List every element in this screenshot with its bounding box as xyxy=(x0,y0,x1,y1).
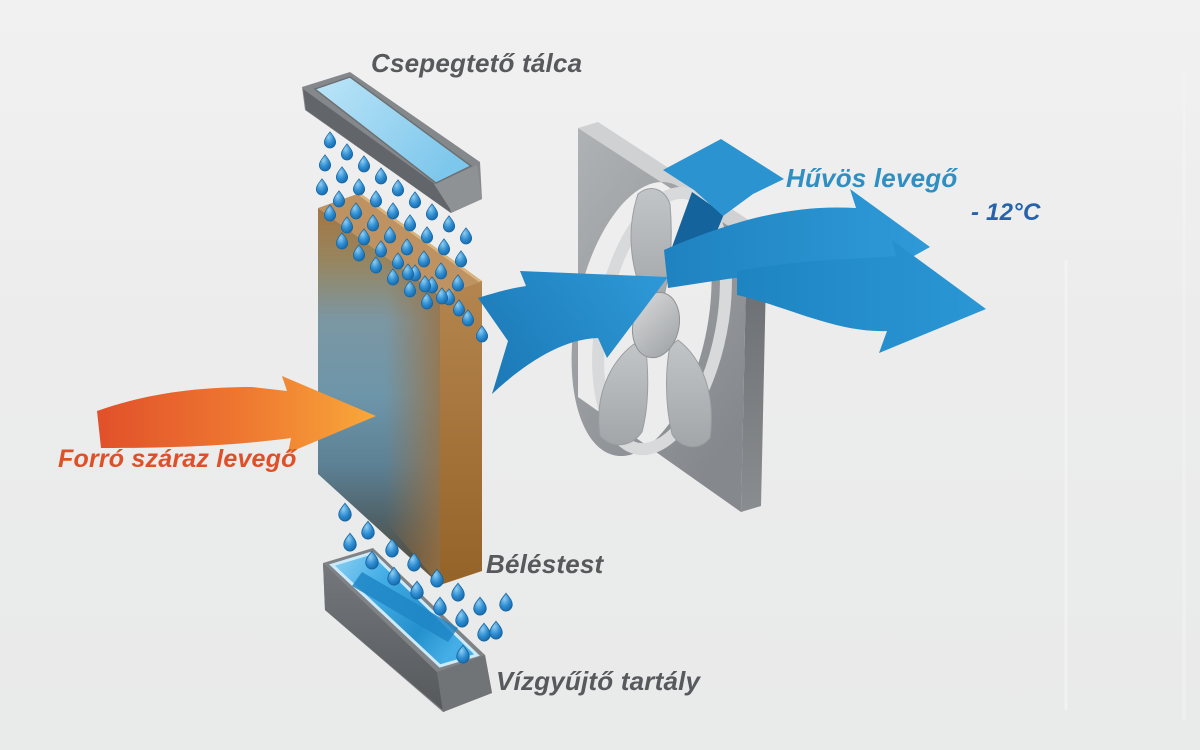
fan-frame-side xyxy=(741,232,767,512)
water-droplet xyxy=(477,622,491,642)
water-droplet xyxy=(425,203,439,221)
water-droplet xyxy=(343,532,357,552)
water-droplet xyxy=(451,582,465,602)
hot-air-arrow xyxy=(97,376,376,453)
big-right-arrow xyxy=(737,240,986,353)
water-droplet xyxy=(473,596,487,616)
water-droplet xyxy=(338,502,352,522)
up-arrow-head xyxy=(663,139,784,216)
water-droplet xyxy=(386,202,400,220)
water-droplet xyxy=(420,226,434,244)
label-drip-tray: Csepegtető tálca xyxy=(371,48,583,78)
water-droplet xyxy=(410,580,424,600)
water-droplet xyxy=(323,131,337,149)
water-droplet xyxy=(332,190,346,208)
label-water-tank: Vízgyűjtő tartály xyxy=(496,666,701,696)
water-droplet xyxy=(352,178,366,196)
drip-tray xyxy=(302,72,482,213)
label-hot-dry-air: Forró száraz levegő xyxy=(58,445,297,473)
water-droplet xyxy=(454,250,468,268)
pad-to-fan-arrow xyxy=(478,271,668,394)
water-tank xyxy=(323,548,492,712)
water-droplet xyxy=(489,620,503,640)
label-temperature: - 12°C xyxy=(971,199,1041,226)
water-droplet xyxy=(499,592,513,612)
water-droplet xyxy=(361,520,375,540)
water-droplet xyxy=(369,190,383,208)
water-droplet xyxy=(442,215,456,233)
water-droplet xyxy=(391,179,405,197)
water-droplet xyxy=(459,227,473,245)
water-droplet xyxy=(403,214,417,232)
water-droplet xyxy=(340,143,354,161)
cooling-pad xyxy=(318,193,482,585)
water-droplet xyxy=(433,596,447,616)
cool-air-arrows xyxy=(478,139,986,394)
water-droplet xyxy=(335,166,349,184)
fan-blades xyxy=(598,188,712,448)
water-droplet xyxy=(408,191,422,209)
water-droplet xyxy=(318,154,332,172)
water-droplet xyxy=(455,608,469,628)
background-streaks xyxy=(1064,70,1186,720)
water-droplet xyxy=(315,178,329,196)
label-cooling-pad: Béléstest xyxy=(486,549,604,579)
water-droplet xyxy=(374,167,388,185)
water-droplet xyxy=(357,155,371,173)
water-droplet xyxy=(437,238,451,256)
label-cool-air: Hűvös levegő xyxy=(786,163,958,193)
